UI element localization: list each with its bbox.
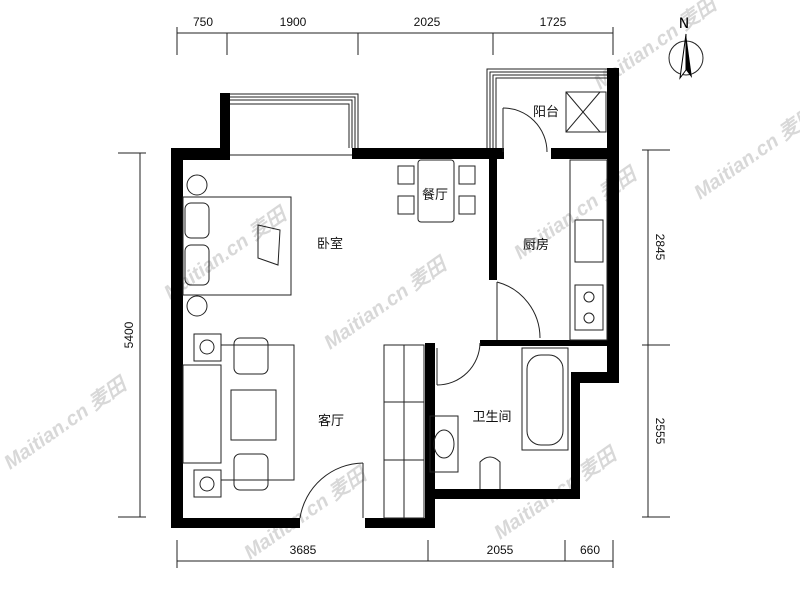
watermark: Maitian.cn 麦田 xyxy=(0,371,133,474)
dim-label: 5400 xyxy=(122,321,136,348)
watermark: Maitian.cn 麦田 xyxy=(690,101,800,204)
balcony-washer xyxy=(565,91,607,133)
dim-label: 660 xyxy=(580,543,600,557)
room-label-living: 客厅 xyxy=(318,413,344,429)
room-label-bedroom: 卧室 xyxy=(317,236,343,252)
dim-label: 2555 xyxy=(653,418,667,445)
dimension-top: 750 1900 2025 1725 xyxy=(176,15,614,55)
watermark: Maitian.cn 麦田 xyxy=(320,251,453,354)
dimension-right: 2845 2555 xyxy=(642,149,670,518)
compass-label: N xyxy=(679,16,689,32)
dim-label: 2025 xyxy=(414,15,441,29)
dining-table xyxy=(397,159,476,223)
watermarks: Maitian.cn 麦田 Maitian.cn 麦田 Maitian.cn 麦… xyxy=(0,0,800,564)
north-arrow-icon: N xyxy=(668,16,704,80)
dimension-left: 5400 xyxy=(118,152,146,518)
bed xyxy=(182,174,292,317)
dim-label: 750 xyxy=(193,15,213,29)
room-label-balcony: 阳台 xyxy=(533,105,559,120)
dim-label: 2055 xyxy=(487,543,514,557)
room-label-bathroom: 卫生间 xyxy=(472,410,511,425)
wardrobe xyxy=(383,344,425,519)
bathroom-fixtures xyxy=(429,347,569,489)
bedroom-balcony-railing xyxy=(230,93,359,156)
dimension-bottom: 3685 2055 660 xyxy=(176,540,614,568)
dim-label: 1900 xyxy=(280,15,307,29)
sofa-set xyxy=(182,333,295,498)
dim-label: 1725 xyxy=(540,15,567,29)
room-label-dining: 餐厅 xyxy=(422,187,448,203)
dim-label: 2845 xyxy=(653,234,667,261)
dim-label: 3685 xyxy=(290,543,317,557)
room-label-kitchen: 厨房 xyxy=(523,237,549,253)
room-labels: 阳台 餐厅 卧室 厨房 客厅 卫生间 xyxy=(317,105,559,429)
kitchen-counter xyxy=(569,159,608,341)
doors xyxy=(299,107,548,519)
balcony-railing xyxy=(486,68,607,148)
